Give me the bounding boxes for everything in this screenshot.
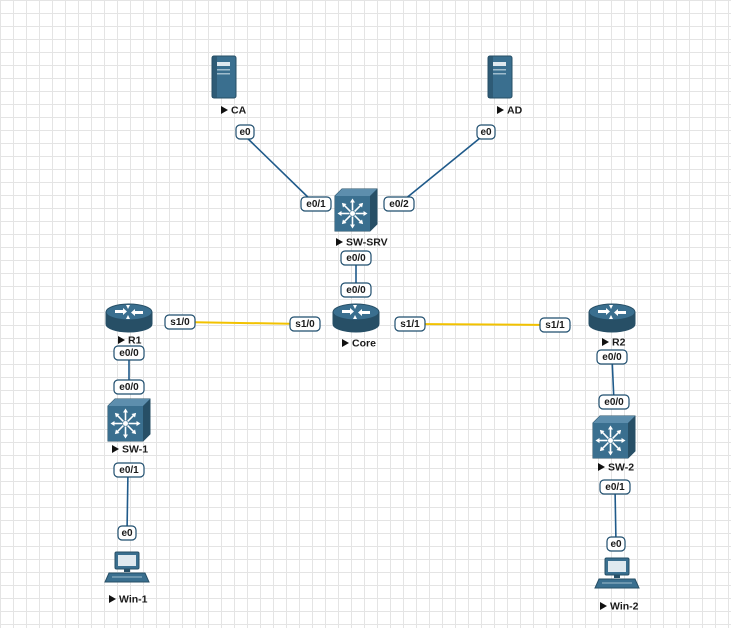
svg-text:e0/0: e0/0	[602, 352, 622, 363]
play-icon	[109, 595, 116, 603]
port-label: e0	[476, 124, 496, 140]
port-label: e0/0	[598, 394, 630, 410]
node-ad[interactable]: AD	[487, 55, 523, 117]
svg-text:e0: e0	[239, 127, 251, 138]
node-label: Win-1	[109, 594, 148, 606]
svg-text:Core: Core	[352, 338, 376, 350]
port-label: s1/1	[394, 316, 426, 332]
svg-text:e0/1: e0/1	[306, 199, 326, 210]
svg-text:SW-1: SW-1	[122, 444, 148, 456]
port-label: e0/1	[113, 462, 145, 478]
port-labels-layer: e0 e0/1 e0 e0/2 e0/0 e0/0 s1/0 s1/0 s1/1 s1/1 e0/0…	[113, 124, 631, 552]
router-icon	[105, 303, 153, 333]
port-label: s1/1	[539, 317, 571, 333]
node-label: CA	[221, 105, 247, 117]
svg-text:s1/1: s1/1	[400, 319, 420, 330]
link-sw1-win1[interactable]	[126, 469, 129, 534]
svg-text:s1/0: s1/0	[295, 319, 315, 330]
svg-text:Win-2: Win-2	[610, 601, 639, 613]
play-icon	[336, 238, 343, 246]
svg-text:e0/0: e0/0	[346, 253, 366, 264]
svg-text:CA: CA	[231, 105, 247, 117]
svg-text:e0: e0	[121, 528, 133, 539]
node-r1[interactable]: R1	[105, 303, 153, 347]
port-label: e0/0	[340, 282, 372, 298]
port-label: e0/1	[599, 479, 631, 495]
port-label: e0	[235, 124, 255, 140]
svg-text:e0/0: e0/0	[346, 285, 366, 296]
node-label: Core	[342, 338, 376, 350]
node-label: Win-2	[600, 601, 639, 613]
node-sw-2[interactable]: SW-2	[592, 415, 636, 474]
node-win-1[interactable]: Win-1	[104, 551, 150, 606]
port-label: s1/0	[164, 314, 196, 330]
node-r2[interactable]: R2	[588, 303, 636, 349]
node-sw-srv[interactable]: SW-SRV	[334, 188, 388, 249]
router-icon	[332, 303, 380, 333]
layer3-switch-icon	[334, 188, 378, 232]
svg-text:e0/0: e0/0	[119, 382, 139, 393]
play-icon	[598, 463, 605, 471]
svg-text:s1/0: s1/0	[170, 317, 190, 328]
play-icon	[602, 338, 609, 346]
play-icon	[497, 106, 504, 114]
port-label: e0/2	[383, 196, 415, 212]
port-label: e0	[117, 525, 137, 541]
port-label: e0/0	[596, 349, 628, 365]
svg-text:e0: e0	[610, 539, 622, 550]
node-win-2[interactable]: Win-2	[594, 557, 640, 613]
port-label: e0/0	[340, 250, 372, 266]
layer3-switch-icon	[107, 398, 151, 442]
server-icon	[211, 55, 237, 99]
svg-text:e0: e0	[480, 127, 492, 138]
svg-text:AD: AD	[507, 105, 523, 117]
svg-text:Win-1: Win-1	[119, 594, 148, 606]
link-ca-swsrv[interactable]	[242, 133, 316, 205]
workstation-icon	[104, 551, 150, 583]
svg-text:e0/0: e0/0	[119, 348, 139, 359]
svg-text:SW-SRV: SW-SRV	[346, 237, 388, 249]
link-ad-swsrv[interactable]	[398, 133, 486, 205]
svg-text:s1/1: s1/1	[545, 320, 565, 331]
play-icon	[600, 602, 607, 610]
port-label: e0/0	[113, 379, 145, 395]
node-sw-1[interactable]: SW-1	[107, 398, 151, 456]
server-icon	[487, 55, 513, 99]
node-label: R1	[118, 335, 142, 347]
router-icon	[588, 303, 636, 333]
svg-text:e0/1: e0/1	[119, 465, 139, 476]
svg-text:e0/2: e0/2	[389, 199, 409, 210]
node-label: AD	[497, 105, 523, 117]
play-icon	[112, 445, 119, 453]
node-label: R2	[602, 337, 626, 349]
svg-text:e0/0: e0/0	[604, 397, 624, 408]
port-label: e0/1	[300, 196, 332, 212]
node-label: SW-2	[598, 462, 634, 474]
port-label: e0	[606, 536, 626, 552]
link-r1-core[interactable]	[179, 321, 306, 325]
svg-text:R1: R1	[128, 335, 142, 347]
play-icon	[221, 106, 228, 114]
svg-text:e0/1: e0/1	[605, 482, 625, 493]
layer3-switch-icon	[592, 415, 636, 459]
svg-text:R2: R2	[612, 337, 626, 349]
port-label: e0/0	[113, 345, 145, 361]
link-sw2-win2[interactable]	[614, 486, 617, 545]
svg-text:SW-2: SW-2	[608, 462, 634, 474]
node-label: SW-1	[112, 444, 148, 456]
node-label: SW-SRV	[336, 237, 388, 249]
node-ca[interactable]: CA	[211, 55, 247, 117]
port-label: s1/0	[289, 316, 321, 332]
play-icon	[342, 339, 349, 347]
play-icon	[118, 336, 125, 344]
workstation-icon	[594, 557, 640, 589]
link-core-r2[interactable]	[409, 323, 556, 326]
node-core[interactable]: Core	[332, 303, 380, 350]
